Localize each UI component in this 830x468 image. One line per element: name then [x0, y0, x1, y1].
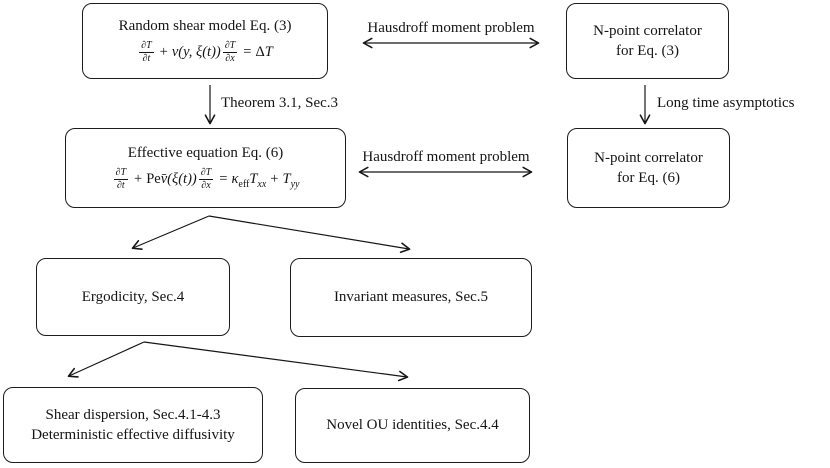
- equals-operator: =: [219, 170, 228, 187]
- fraction-dtdx: ∂T∂x: [222, 40, 238, 66]
- mean-velocity-term: v̄(ξ(t)): [160, 170, 197, 187]
- edge-label-hausdroff-mid: Hausdroff moment problem: [362, 149, 530, 165]
- box-title: Effective equation Eq. (6): [127, 145, 284, 162]
- box-title: Random shear model Eq. (3): [118, 18, 292, 35]
- frac-numerator: ∂T: [222, 40, 238, 54]
- frac-numerator: ∂T: [139, 40, 154, 54]
- edge-label-theorem: Theorem 3.1, Sec.3: [221, 95, 339, 111]
- kappa-symbol: κ: [231, 170, 239, 187]
- arrow-effective-to-ergodicity: [131, 215, 210, 250]
- box-line1: N-point correlator: [594, 149, 703, 166]
- frac-denominator: ∂x: [225, 53, 235, 65]
- box-random-shear-model: Random shear model Eq. (3) ∂T∂t + v(y, ξ…: [82, 3, 328, 79]
- Txx-symbol: T: [249, 170, 258, 187]
- plus-operator: +: [159, 43, 168, 60]
- kappa-eff-term: κeffTxx: [231, 170, 266, 190]
- Tyy-term: Tyy: [282, 170, 299, 190]
- arrow-ergodicity-to-novel: [143, 341, 409, 382]
- Tyy-subscript: yy: [290, 178, 300, 190]
- box-ergodicity: Ergodicity, Sec.4: [36, 258, 230, 336]
- frac-denominator: ∂t: [116, 180, 125, 192]
- box-line2: for Eq. (3): [616, 43, 679, 59]
- frac-numerator: ∂T: [198, 167, 214, 181]
- kappa-subscript: eff: [238, 178, 250, 190]
- box-line1: N-point correlator: [593, 22, 702, 39]
- laplacian-symbol: Δ: [255, 43, 265, 60]
- equals-operator: =: [243, 43, 252, 60]
- fraction-dtdx: ∂T∂x: [198, 167, 214, 193]
- box-label: Ergodicity, Sec.4: [81, 288, 185, 305]
- box-shear-dispersion: Shear dispersion, Sec.4.1-4.3 Determinis…: [3, 387, 263, 463]
- peclet-symbol: Pe: [146, 170, 161, 187]
- arrow-effective-to-invariant: [208, 215, 411, 254]
- frac-denominator: ∂x: [201, 180, 211, 192]
- Txx-subscript: xx: [257, 178, 267, 190]
- velocity-term: v(y, ξ(t)): [171, 43, 221, 60]
- frac-numerator: ∂T: [113, 167, 129, 181]
- box-line2: for Eq. (6): [617, 170, 680, 186]
- box-label: Invariant measures, Sec.5: [333, 289, 489, 306]
- fraction-dtdt: ∂T∂t: [139, 40, 154, 66]
- box-novel-ou-identities: Novel OU identities, Sec.4.4: [295, 388, 530, 463]
- edge-label-long-time: Long time asymptotics: [657, 95, 795, 111]
- box-label: Novel OU identities, Sec.4.4: [326, 417, 499, 434]
- box-invariant-measures: Invariant measures, Sec.5: [290, 258, 532, 337]
- arrow-ergodicity-to-shear: [67, 341, 145, 378]
- edge-label-hausdroff-top: Hausdroff moment problem: [367, 20, 535, 36]
- temperature-symbol: T: [264, 43, 273, 60]
- frac-denominator: ∂t: [142, 53, 151, 65]
- box-line1: Shear dispersion, Sec.4.1-4.3: [45, 406, 221, 423]
- box-line2: Deterministic effective diffusivity: [31, 427, 235, 443]
- plus-operator: +: [270, 170, 279, 187]
- fraction-dtdt: ∂T∂t: [113, 167, 129, 193]
- box-npoint-correlator-eq6: N-point correlator for Eq. (6): [567, 128, 730, 208]
- Tyy-symbol: T: [282, 170, 291, 187]
- plus-operator: +: [134, 170, 143, 187]
- box-npoint-correlator-eq3: N-point correlator for Eq. (3): [566, 3, 729, 79]
